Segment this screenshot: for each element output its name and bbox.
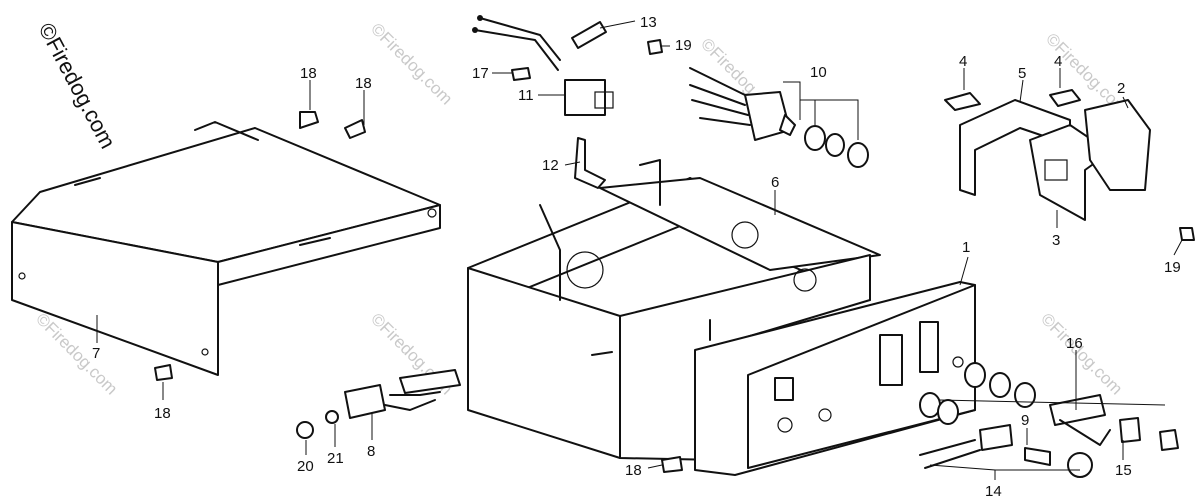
- label-5: 5: [1018, 65, 1026, 82]
- screw-18a: [299, 111, 319, 129]
- label-13: 13: [640, 14, 657, 31]
- label-3: 3: [1052, 232, 1060, 249]
- label-4b: 4: [1054, 53, 1062, 70]
- label-20: 20: [297, 458, 314, 475]
- screw-18b: [344, 119, 366, 139]
- toggle-switch-part-10: [689, 67, 869, 168]
- svg-text:©Firedog.com: ©Firedog.com: [367, 19, 456, 108]
- label-12: 12: [542, 157, 559, 174]
- label-21: 21: [327, 450, 344, 467]
- bracket-part-12: [574, 137, 606, 189]
- label-10: 10: [810, 64, 827, 81]
- cover-part-7: [11, 121, 441, 376]
- chassis-part-6: [467, 159, 881, 461]
- front-panel-part-1: [694, 281, 976, 476]
- label-7: 7: [92, 345, 100, 362]
- label-4a: 4: [959, 53, 967, 70]
- watermark-corner: ©Firedog.com: [34, 19, 121, 153]
- part-number-labels: 1 2 3 4 4 5 6 7 8 9 10 11 12 13 14 15 16…: [92, 14, 1181, 500]
- label-1: 1: [962, 239, 970, 256]
- screw-19b: [1179, 227, 1195, 241]
- svg-text:©Firedog.com: ©Firedog.com: [1037, 309, 1126, 398]
- screw-17: [511, 67, 531, 81]
- label-19b: 19: [1164, 259, 1181, 276]
- label-18b: 18: [355, 75, 372, 92]
- label-15: 15: [1115, 462, 1132, 479]
- label-19a: 19: [675, 37, 692, 54]
- label-18d: 18: [625, 462, 642, 479]
- label-18a: 18: [300, 65, 317, 82]
- leader-lines: [96, 20, 1183, 480]
- switch-part-11: [472, 15, 614, 116]
- screw-18d: [661, 456, 683, 473]
- connector-part-8: [344, 369, 461, 419]
- washer-21: [325, 410, 339, 424]
- breaker-assembly: [944, 89, 1151, 221]
- screw-18c: [154, 364, 173, 381]
- label-9: 9: [1021, 412, 1029, 429]
- label-16: 16: [1066, 335, 1083, 352]
- screw-19a: [647, 39, 663, 55]
- screws: [154, 39, 1195, 473]
- label-8: 8: [367, 443, 375, 460]
- label-6: 6: [771, 174, 779, 191]
- screw-20: [296, 421, 314, 439]
- label-14: 14: [985, 483, 1002, 500]
- label-18c: 18: [154, 405, 171, 422]
- label-17: 17: [472, 65, 489, 82]
- label-2: 2: [1117, 80, 1125, 97]
- label-11: 11: [518, 87, 534, 104]
